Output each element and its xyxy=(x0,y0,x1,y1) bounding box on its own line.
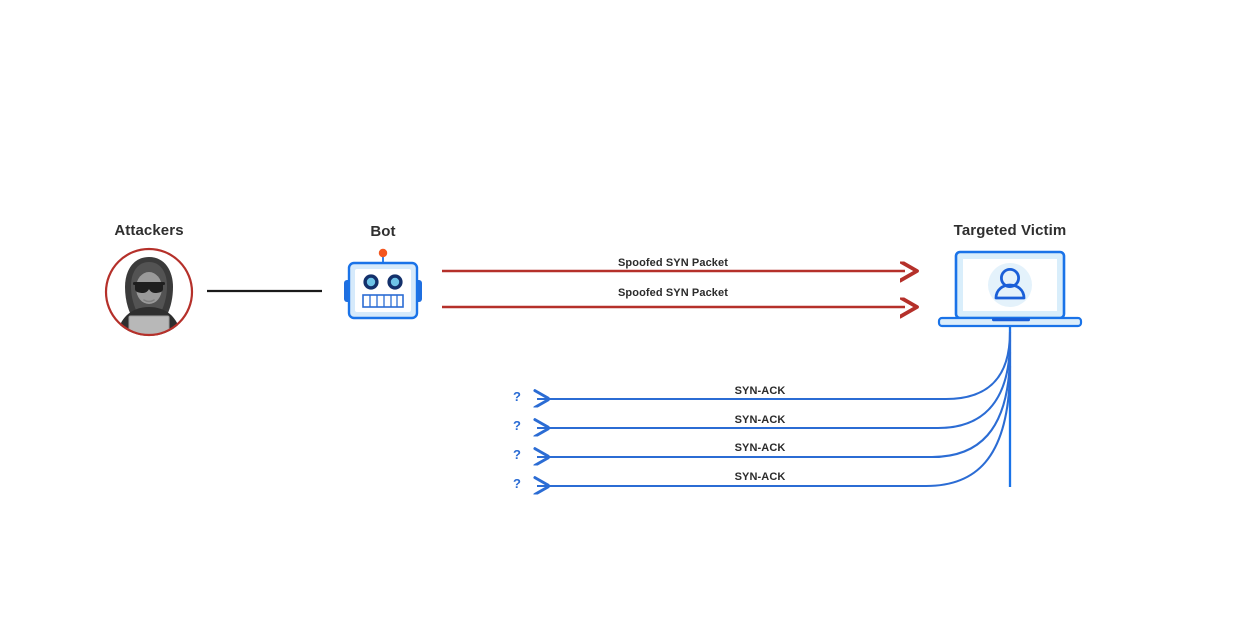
syn-ack-label-4: SYN-ACK xyxy=(734,471,786,483)
syn-ack-label-2: SYN-ACK xyxy=(734,414,786,426)
syn-ack-path-4 xyxy=(537,365,1012,486)
unknown-destination-marker-1: ? xyxy=(513,389,521,404)
spoofed-syn-label-1: Spoofed SYN Packet xyxy=(618,257,728,269)
syn-ack-path-2 xyxy=(537,339,1012,428)
syn-ack-label-1: SYN-ACK xyxy=(734,385,786,397)
syn-ack-label-3: SYN-ACK xyxy=(734,442,786,454)
bot-title: Bot xyxy=(370,223,396,240)
unknown-destination-marker-3: ? xyxy=(513,447,521,462)
laptop-user-icon xyxy=(936,250,1084,330)
attackers-title: Attackers xyxy=(114,222,184,239)
victim-title: Targeted Victim xyxy=(953,222,1067,239)
spoofed-syn-label-2: Spoofed SYN Packet xyxy=(618,287,728,299)
unknown-destination-marker-2: ? xyxy=(513,418,521,433)
unknown-destination-marker-4: ? xyxy=(513,476,521,491)
hacker-avatar-icon xyxy=(102,245,196,339)
robot-icon xyxy=(337,248,429,326)
syn-ack-path-3 xyxy=(537,351,1012,457)
